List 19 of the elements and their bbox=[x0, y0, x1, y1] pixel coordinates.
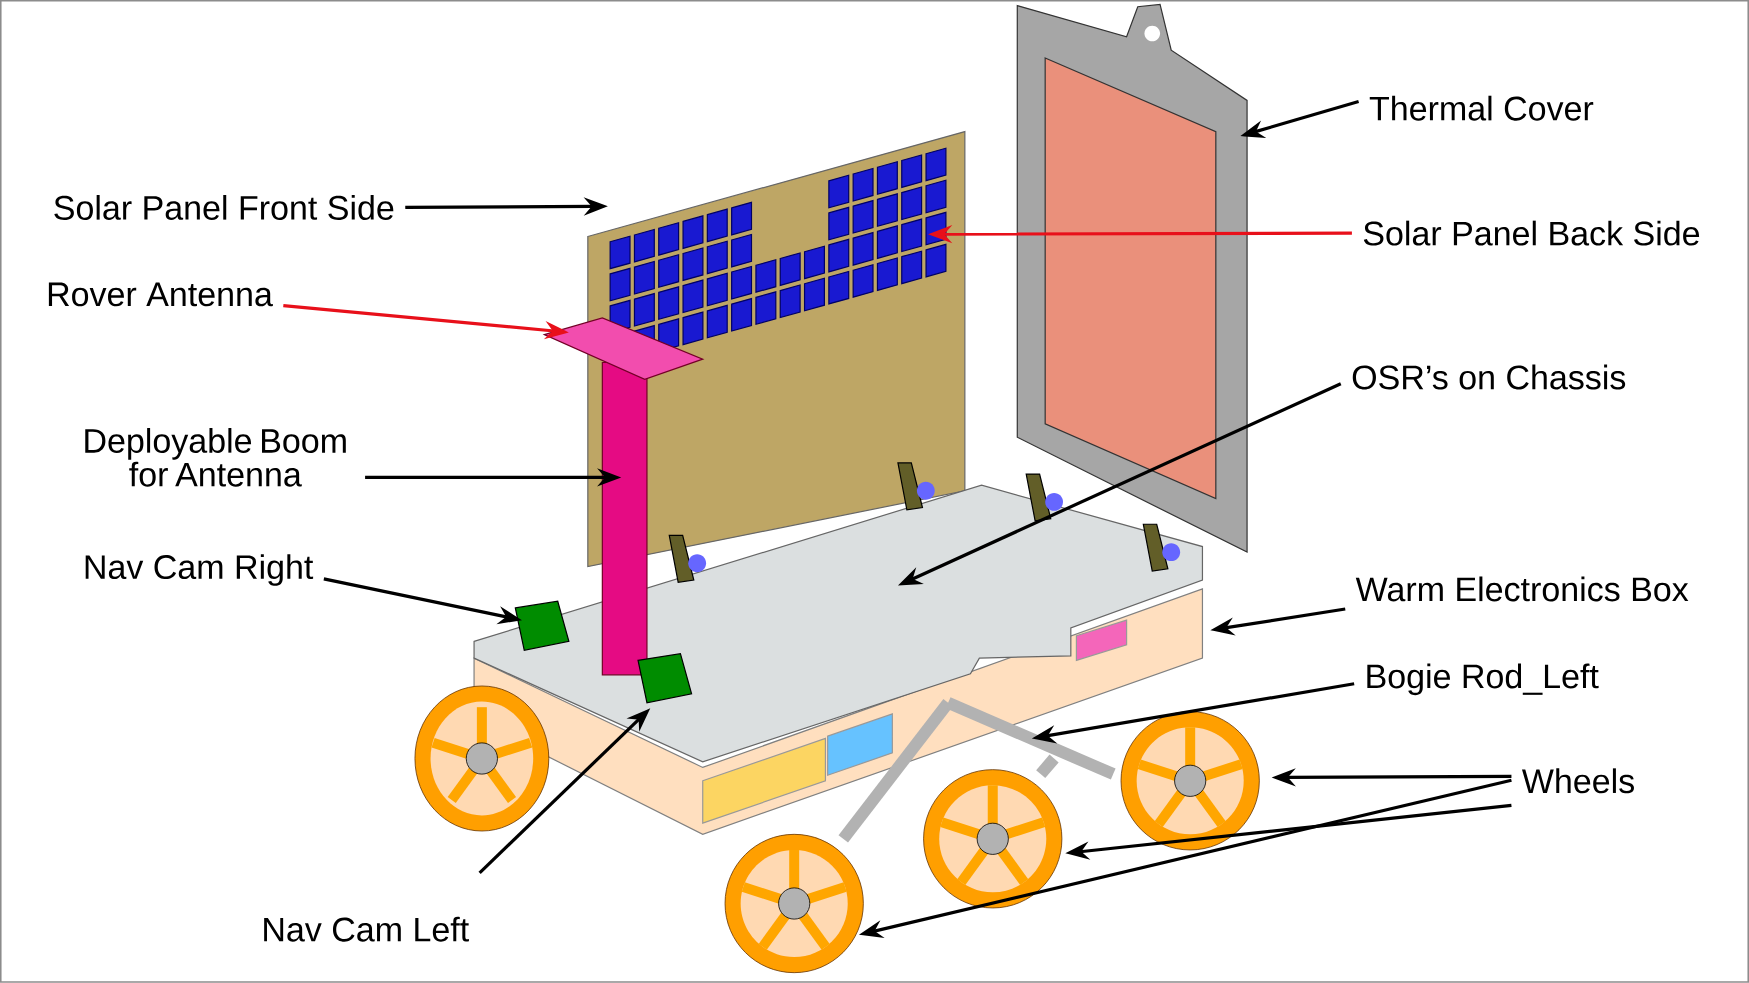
callout-label: Rover Antenna bbox=[48, 282, 273, 307]
wheel bbox=[724, 834, 864, 974]
callout-label: Warm Electronics Box bbox=[1355, 576, 1689, 602]
wheel bbox=[923, 769, 1063, 909]
bogie-rod bbox=[838, 697, 1116, 843]
callout-label: Deployable Boom for Antenna bbox=[85, 428, 346, 487]
wheel bbox=[414, 685, 550, 832]
callout-label: Thermal Cover bbox=[1369, 95, 1594, 121]
callout-label: Nav Cam Right bbox=[85, 554, 314, 586]
callout-label: Wheels bbox=[1522, 768, 1634, 794]
callout-label: OSR’s on Chassis bbox=[1352, 364, 1626, 390]
callout-label: Solar Panel Back Side bbox=[1363, 220, 1700, 246]
chassis-plate bbox=[473, 462, 1204, 763]
callout-label: Solar Panel Front Side bbox=[54, 195, 394, 221]
antenna-boom bbox=[601, 362, 648, 676]
wheel bbox=[1120, 711, 1260, 851]
thermal-cover bbox=[1016, 3, 1248, 554]
callout-label: Nav Cam Left bbox=[264, 916, 469, 942]
callout-label: Bogie Rod_Left bbox=[1367, 663, 1599, 696]
